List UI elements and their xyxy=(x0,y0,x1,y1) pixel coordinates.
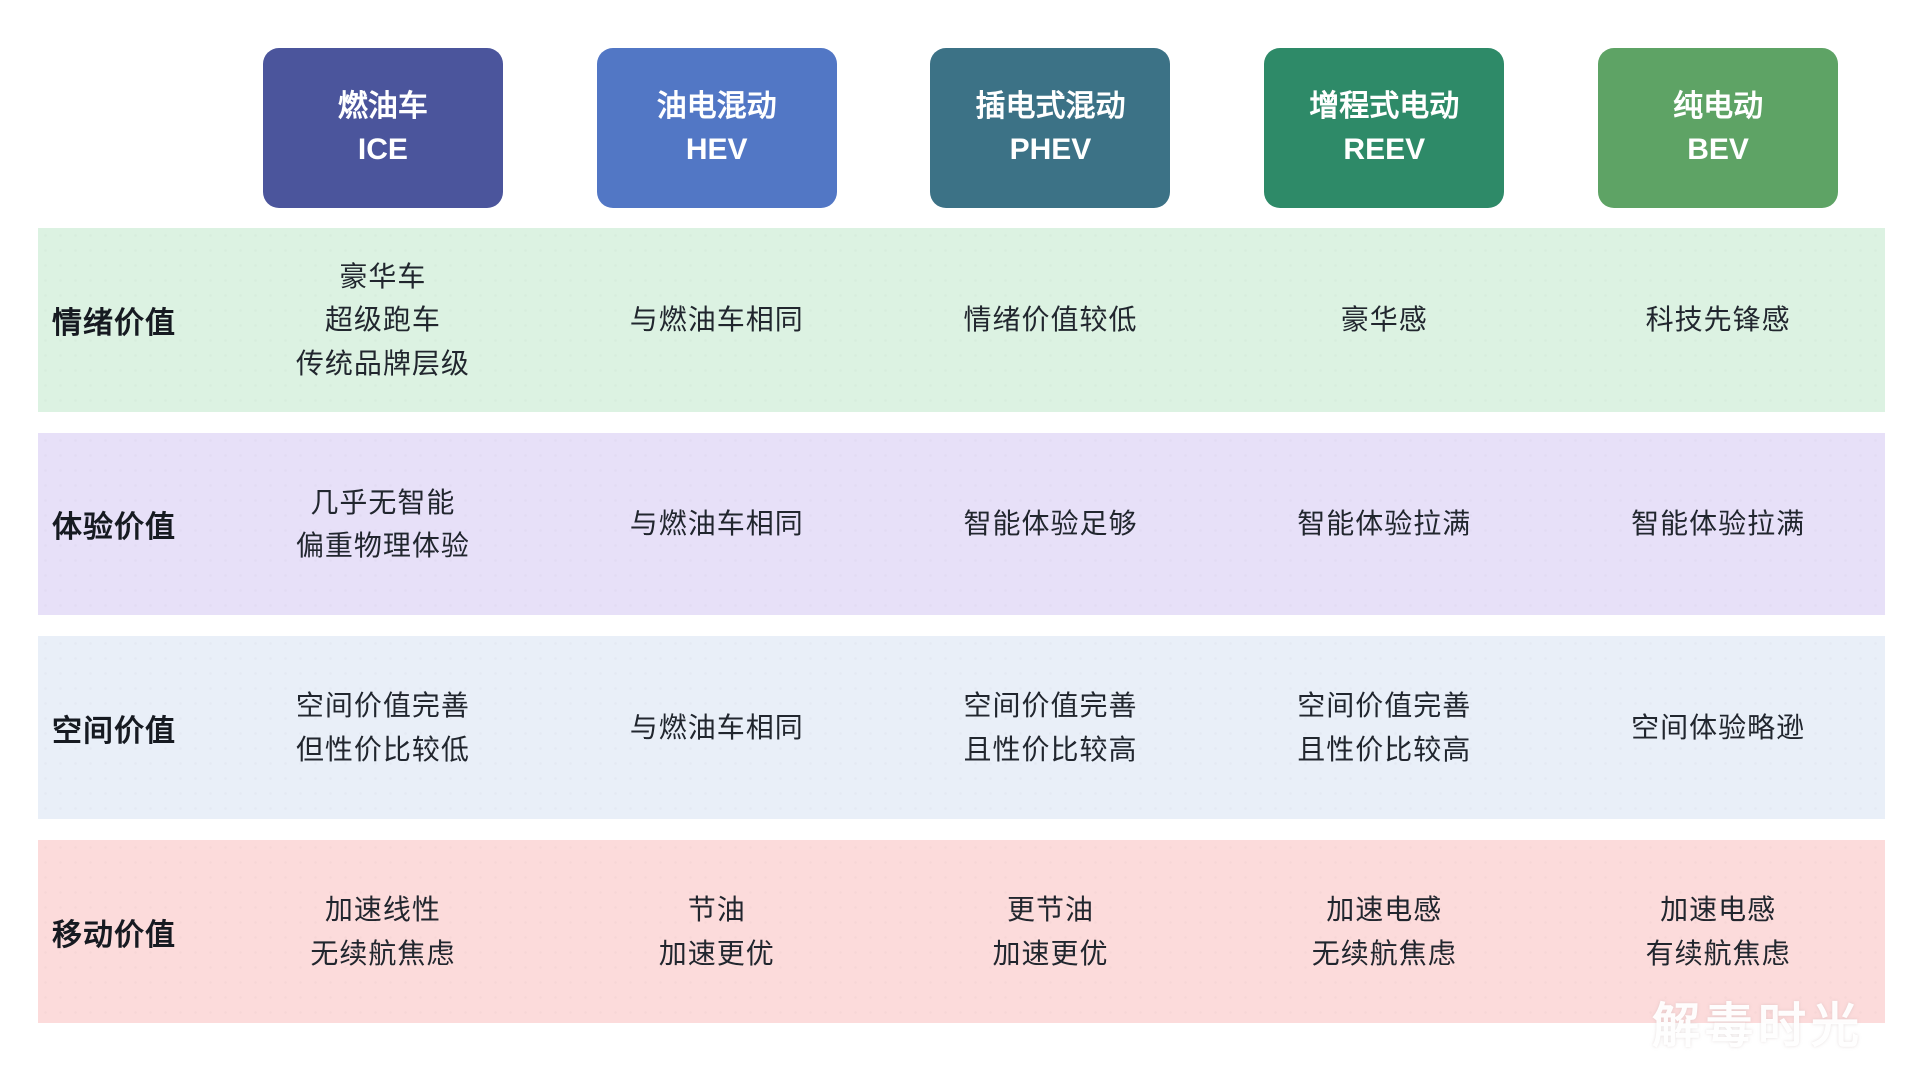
value-cell-hev: 与燃油车相同 xyxy=(550,228,884,412)
cell-line: 超级跑车 xyxy=(324,304,441,336)
value-cell-bev: 科技先锋感 xyxy=(1551,228,1885,412)
value-cell-bev: 加速电感 有续航焦虑 xyxy=(1551,840,1885,1023)
column-code: BEV xyxy=(1687,133,1749,166)
column-header-slot: 纯电动 BEV xyxy=(1551,48,1885,208)
value-cell-reev: 豪华感 xyxy=(1217,228,1551,412)
column-code: PHEV xyxy=(1009,133,1092,166)
cell-line: 有续航焦虑 xyxy=(1645,937,1791,969)
row-label: 空间价值 xyxy=(52,714,176,748)
column-header-ice: 燃油车 ICE xyxy=(262,48,503,208)
value-cell-bev: 智能体验拉满 xyxy=(1551,433,1885,615)
column-name: 纯电动 xyxy=(1673,89,1764,123)
cell-line: 空间价值完善 xyxy=(963,690,1138,722)
cell-line: 但性价比较低 xyxy=(295,733,470,765)
cell-line: 且性价比较高 xyxy=(1297,733,1472,765)
cell-line: 与燃油车相同 xyxy=(629,508,804,540)
row-space-value: 空间价值 空间价值完善 但性价比较低 与燃油车相同 空间价值完善 且性价比较高 … xyxy=(38,636,1885,819)
column-header-slot: 燃油车 ICE xyxy=(216,48,550,208)
column-code: HEV xyxy=(685,133,748,166)
column-header-row: 燃油车 ICE 油电混动 HEV 插电式混动 PHEV 增程式电动 REEV 纯 xyxy=(216,48,1885,208)
value-cell-phev: 空间价值完善 且性价比较高 xyxy=(884,636,1218,819)
cell-line: 与燃油车相同 xyxy=(629,304,804,336)
cell-line: 空间体验略逊 xyxy=(1631,711,1806,743)
column-header-slot: 插电式混动 PHEV xyxy=(884,48,1218,208)
cell-line: 更节油 xyxy=(1006,894,1094,926)
column-header-slot: 油电混动 HEV xyxy=(550,48,884,208)
cell-line: 豪华感 xyxy=(1340,304,1428,336)
cell-line: 加速更优 xyxy=(992,937,1109,969)
value-cell-ice: 豪华车 超级跑车 传统品牌层级 xyxy=(216,228,550,412)
cell-line: 科技先锋感 xyxy=(1645,304,1791,336)
value-cell-reev: 加速电感 无续航焦虑 xyxy=(1217,840,1551,1023)
cell-line: 智能体验足够 xyxy=(963,508,1138,540)
cell-line: 且性价比较高 xyxy=(963,733,1138,765)
cell-line: 情绪价值较低 xyxy=(963,304,1138,336)
value-cell-hev: 与燃油车相同 xyxy=(550,433,884,615)
row-experience-value: 体验价值 几乎无智能 偏重物理体验 与燃油车相同 智能体验足够 智能体验拉满 智… xyxy=(38,433,1885,615)
cell-line: 无续航焦虑 xyxy=(1311,937,1457,969)
cell-line: 智能体验拉满 xyxy=(1297,508,1472,540)
value-cell-ice: 几乎无智能 偏重物理体验 xyxy=(216,433,550,615)
column-name: 增程式电动 xyxy=(1309,89,1460,123)
cell-line: 无续航焦虑 xyxy=(310,937,456,969)
cell-line: 空间价值完善 xyxy=(1297,690,1472,722)
value-cell-phev: 智能体验足够 xyxy=(884,433,1218,615)
cell-line: 智能体验拉满 xyxy=(1631,508,1806,540)
value-cell-phev: 情绪价值较低 xyxy=(884,228,1218,412)
column-name: 插电式混动 xyxy=(975,89,1126,123)
value-cell-hev: 与燃油车相同 xyxy=(550,636,884,819)
value-cell-bev: 空间体验略逊 xyxy=(1551,636,1885,819)
row-label: 体验价值 xyxy=(52,511,176,544)
cell-line: 加速电感 xyxy=(1326,894,1443,926)
column-header-phev: 插电式混动 PHEV xyxy=(930,48,1171,208)
row-emotional-value: 情绪价值 豪华车 超级跑车 传统品牌层级 与燃油车相同 情绪价值较低 豪华感 科… xyxy=(38,228,1885,412)
cell-line: 加速电感 xyxy=(1660,894,1777,926)
value-cell-ice: 空间价值完善 但性价比较低 xyxy=(216,636,550,819)
column-name: 油电混动 xyxy=(656,89,777,123)
value-cell-phev: 更节油 加速更优 xyxy=(884,840,1218,1023)
value-cell-reev: 空间价值完善 且性价比较高 xyxy=(1217,636,1551,819)
column-code: ICE xyxy=(357,133,408,166)
column-header-hev: 油电混动 HEV xyxy=(596,48,837,208)
cell-line: 加速线性 xyxy=(324,894,441,926)
cell-line: 豪华车 xyxy=(339,260,427,292)
row-mobility-value: 移动价值 加速线性 无续航焦虑 节油 加速更优 更节油 加速更优 加速电感 无续… xyxy=(38,840,1885,1023)
column-header-bev: 纯电动 BEV xyxy=(1598,48,1839,208)
value-cell-hev: 节油 加速更优 xyxy=(550,840,884,1023)
cell-line: 空间价值完善 xyxy=(295,690,470,722)
row-label: 情绪价值 xyxy=(52,307,176,340)
cell-line: 几乎无智能 xyxy=(310,486,456,518)
column-code: REEV xyxy=(1343,133,1426,166)
value-cell-ice: 加速线性 无续航焦虑 xyxy=(216,840,550,1023)
cell-line: 节油 xyxy=(687,894,746,926)
row-label: 移动价值 xyxy=(52,918,176,952)
cell-line: 与燃油车相同 xyxy=(629,711,804,743)
cell-line: 偏重物理体验 xyxy=(295,530,470,561)
column-header-reev: 增程式电动 REEV xyxy=(1264,48,1505,208)
watermark: 解毒时光 xyxy=(1652,1000,1865,1053)
column-header-slot: 增程式电动 REEV xyxy=(1217,48,1551,208)
column-name: 燃油车 xyxy=(337,89,428,123)
cell-line: 传统品牌层级 xyxy=(295,347,470,379)
value-cell-reev: 智能体验拉满 xyxy=(1217,433,1551,615)
cell-line: 加速更优 xyxy=(658,937,775,969)
